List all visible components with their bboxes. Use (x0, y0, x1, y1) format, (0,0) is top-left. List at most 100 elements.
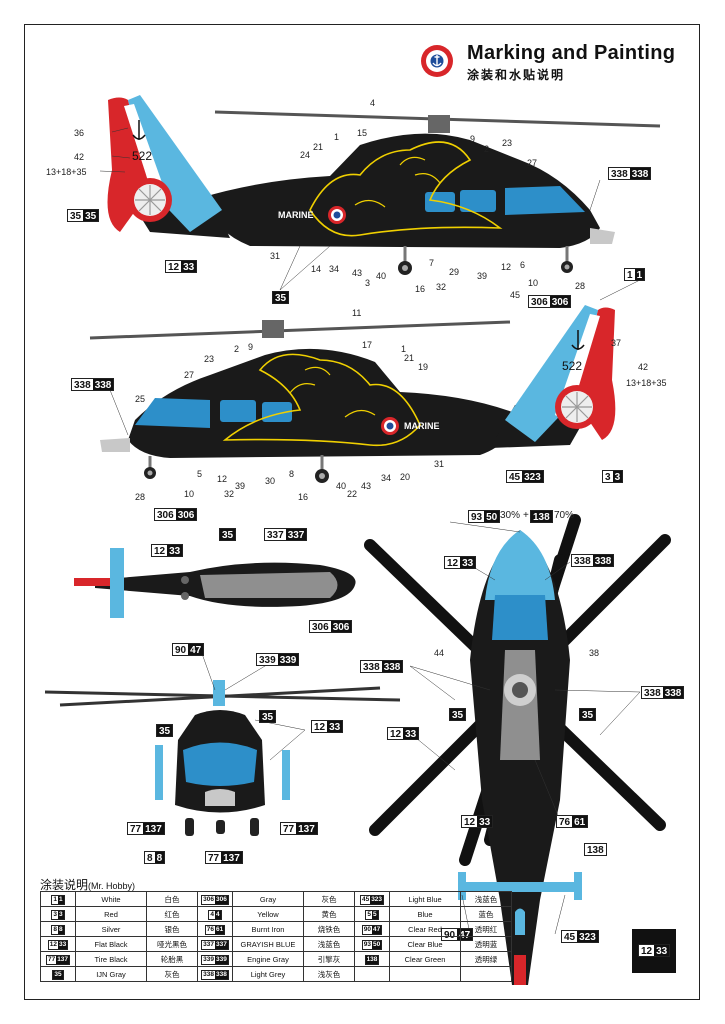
callout: 19 (418, 362, 428, 372)
callout: 7 (429, 258, 434, 268)
lion-artwork (309, 141, 503, 237)
side-view-1: MARINE 522 (107, 95, 661, 275)
cockpit-window (505, 186, 585, 215)
legend-color-name-en: Yellow (232, 906, 304, 922)
callout: 20 (400, 472, 410, 482)
callout: 38 (589, 648, 599, 658)
paint-code-tag: 35 (449, 708, 467, 721)
paint-code-tag: 138 (530, 510, 553, 523)
callout: 12 (501, 262, 511, 272)
callout: 39 (235, 481, 245, 491)
callout: 5 (197, 469, 202, 479)
legend-title: 涂装说明(Mr. Hobby) (40, 878, 136, 892)
nose-cone (590, 228, 615, 244)
callout: 13+18+35 (46, 167, 87, 177)
legend-color-name-cn: 透明绿 (460, 951, 512, 967)
legend-color-name-cn: 烧铁色 (303, 921, 355, 937)
callout: 21 (313, 142, 323, 152)
legend-color-name-cn: 哑光黑色 (146, 936, 198, 952)
tail-number: 522 (132, 149, 152, 163)
legend-color-name-en: Tire Black (75, 951, 147, 967)
callout: 42 (638, 362, 648, 372)
callout: 30 (265, 476, 275, 486)
callout: 34 (329, 264, 339, 274)
side-view-1-callouts: 36 42 13+18+35 4 1 15 21 24 9 2 23 27 14… (46, 98, 585, 300)
legend-color-name-cn: 浅蓝色 (460, 891, 512, 907)
roundel-icon (421, 45, 453, 77)
left-fin (155, 745, 163, 800)
callout: 27 (527, 158, 537, 168)
legend-color-name-en: IJN Gray (75, 966, 147, 982)
anchor-icon (132, 120, 146, 140)
callout: 29 (449, 267, 459, 277)
mix-percent: 30% (500, 510, 521, 521)
anchor-icon (432, 55, 442, 67)
cockpit-window (135, 398, 210, 428)
fuselage (128, 348, 520, 458)
horizontal-stabilizer (110, 548, 124, 618)
legend-color-name-cn: 灰色 (146, 966, 198, 982)
top-view (364, 514, 671, 985)
paint-code-tag: 35 (156, 724, 174, 737)
legend-color-name-cn: 银色 (146, 921, 198, 937)
legend-color-name-en: Red (75, 906, 147, 922)
canopy-top (485, 530, 555, 600)
legend-color-name-en: Flat Black (75, 936, 147, 952)
tail-fin-blue (128, 95, 222, 232)
callout: 39 (477, 271, 487, 281)
legend-color-name-cn: 黄色 (303, 906, 355, 922)
nose-cone (205, 789, 235, 806)
page-title: Marking and Painting (467, 42, 676, 64)
landing-gear (398, 246, 573, 275)
tail-tip-top (514, 955, 526, 985)
callout: 13+18+35 (626, 378, 667, 388)
legend-color-name-en: Light Grey (232, 966, 304, 982)
callout: 36 (74, 128, 84, 138)
mix-percent: 70% (554, 510, 575, 521)
paint-code-tag: 35 (219, 528, 237, 541)
side-view-2-callouts: 11 17 2 9 23 1 21 19 27 25 37 42 13+18+3… (135, 308, 667, 502)
cabin-window (220, 400, 256, 422)
fenestron-blades (562, 392, 592, 422)
legend-color-name-cn: 浅蓝色 (303, 936, 355, 952)
front-view (44, 680, 401, 836)
legend-color-name-en: Burnt Iron (232, 921, 304, 937)
callout: 9 (470, 134, 475, 144)
legend-color-name-en: White (75, 891, 147, 907)
legend-color-name-en: Clear Blue (389, 936, 461, 952)
tail-fin-blue (505, 305, 598, 442)
landing-gear (185, 818, 259, 836)
legend-color-name-cn: 轮胎黑 (146, 951, 198, 967)
lion-artwork-detail (354, 156, 441, 208)
legend-color-name-cn: 灰色 (303, 891, 355, 907)
callout: 31 (270, 251, 280, 261)
callout: 8 (289, 469, 294, 479)
lion-artwork (222, 353, 421, 447)
paint-code-tag: 138 (584, 843, 607, 856)
callout: 2 (484, 144, 489, 154)
